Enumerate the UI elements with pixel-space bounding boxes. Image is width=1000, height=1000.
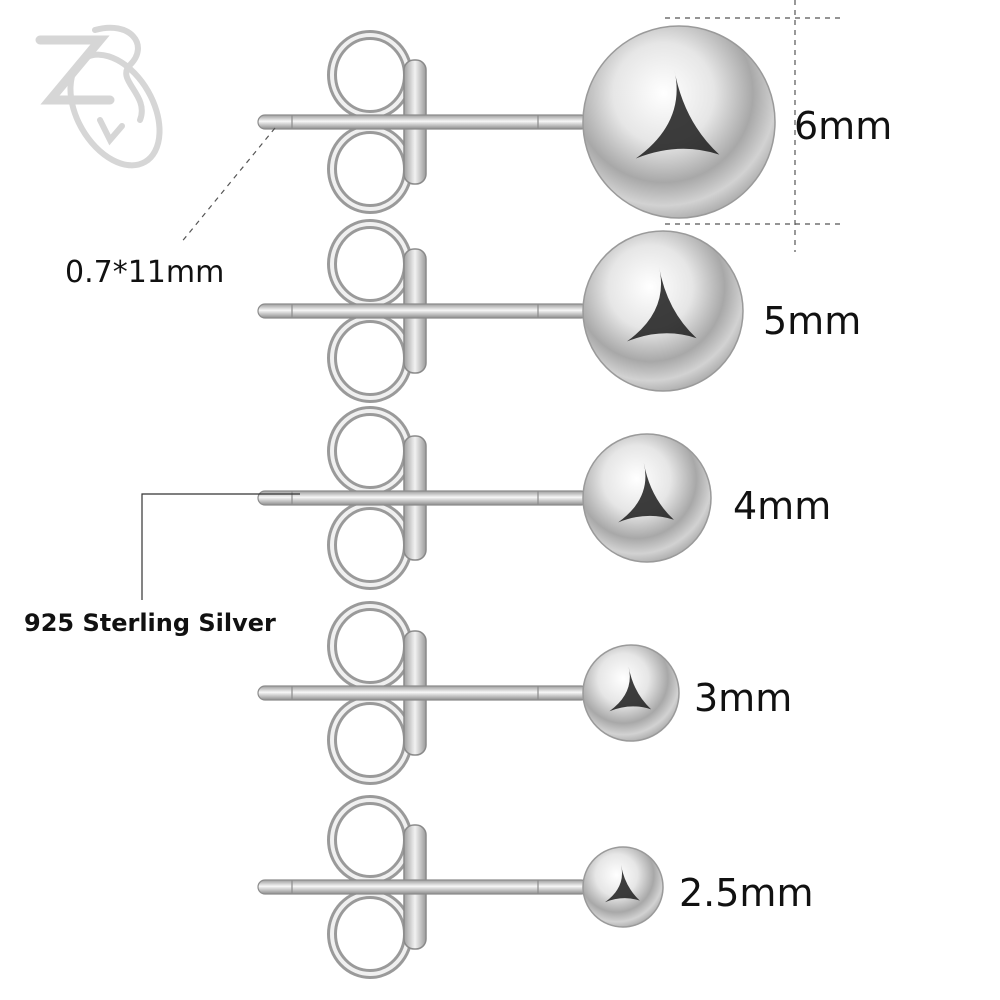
dimension-guides [179, 0, 840, 252]
pin-spec-label: 0.7*11mm [65, 255, 225, 290]
stud-2.5mm [257, 795, 664, 979]
earring-back-lower-loop-highlight [330, 698, 410, 782]
size-label-3mm: 3mm [694, 676, 793, 720]
ball-reflection [609, 666, 652, 712]
material-leader-line [141, 493, 300, 600]
earring-back-upper-loop-highlight [330, 409, 410, 493]
earring-back-upper-loop-highlight [330, 222, 410, 306]
earring-back-upper-loop-highlight [330, 798, 410, 882]
stud-4mm [257, 406, 712, 590]
size-label-6mm: 6mm [794, 104, 893, 148]
size-label-4mm: 4mm [733, 484, 832, 528]
material-label: 925 Sterling Silver [24, 609, 276, 637]
stud-5mm [257, 219, 744, 403]
ball-reflection [605, 865, 640, 903]
pin-spec-leader-line [179, 127, 276, 245]
stud-6mm [257, 25, 776, 219]
stud-3mm [257, 601, 680, 785]
earring-back-lower-loop-highlight [330, 892, 410, 976]
earring-back-upper-loop-highlight [330, 604, 410, 688]
earring-back-lower-loop-highlight [330, 316, 410, 400]
ball-reflection [635, 69, 720, 159]
earring-back-lower-loop-highlight [330, 127, 410, 211]
stud-group [257, 25, 776, 979]
zs-brand-logo-icon [35, 24, 163, 169]
ball-reflection [618, 462, 674, 523]
earring-back-lower-loop-highlight [330, 503, 410, 587]
size-label-2.5mm: 2.5mm [679, 871, 814, 915]
size-label-5mm: 5mm [763, 299, 862, 343]
ball-reflection [627, 267, 697, 342]
material-leader [141, 493, 300, 600]
earring-back-upper-loop-highlight [330, 33, 410, 117]
